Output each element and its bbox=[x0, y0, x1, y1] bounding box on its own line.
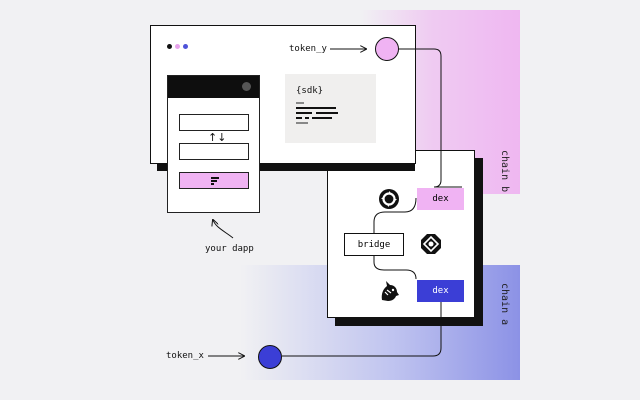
dex-bottom-tag: dex bbox=[417, 280, 464, 302]
bridge-to-dex-line bbox=[373, 256, 417, 280]
route-window: dex bridge dex bbox=[327, 150, 475, 318]
phone-camera-icon bbox=[242, 82, 251, 91]
swap-arrows-icon[interactable]: ↑↓ bbox=[208, 131, 227, 144]
unicorn-icon bbox=[381, 281, 399, 301]
window-dot-pink bbox=[175, 44, 180, 49]
dex-to-bridge-line bbox=[373, 197, 417, 233]
window-dot-blue bbox=[183, 44, 188, 49]
token-y-route-line bbox=[398, 48, 462, 188]
stacked-bars-icon bbox=[211, 177, 219, 185]
sdk-card: {sdk} bbox=[285, 74, 376, 143]
code-lines-icon bbox=[296, 102, 338, 124]
dapp-caption-arrow bbox=[213, 220, 234, 239]
window-dot-black bbox=[167, 44, 172, 49]
octagon-seal-icon bbox=[421, 234, 441, 254]
phone-status-bar bbox=[168, 76, 259, 98]
token-y-node bbox=[375, 37, 399, 61]
swap-button[interactable] bbox=[179, 172, 249, 189]
dex-to-token-x-line bbox=[282, 302, 442, 357]
token-x-label: token_x bbox=[166, 351, 204, 361]
token-input-bottom[interactable] bbox=[179, 143, 249, 160]
token-input-top[interactable] bbox=[179, 114, 249, 131]
dex-top-tag: dex bbox=[417, 188, 464, 210]
sdk-label: {sdk} bbox=[296, 86, 324, 96]
dapp-caption: your dapp bbox=[205, 244, 254, 254]
bridge-tag: bridge bbox=[344, 233, 404, 256]
ring-arrows-icon bbox=[379, 189, 399, 209]
dapp-phone: ↑↓ bbox=[167, 75, 260, 213]
token-x-node bbox=[258, 345, 282, 369]
token-y-label: token_y bbox=[289, 44, 327, 54]
